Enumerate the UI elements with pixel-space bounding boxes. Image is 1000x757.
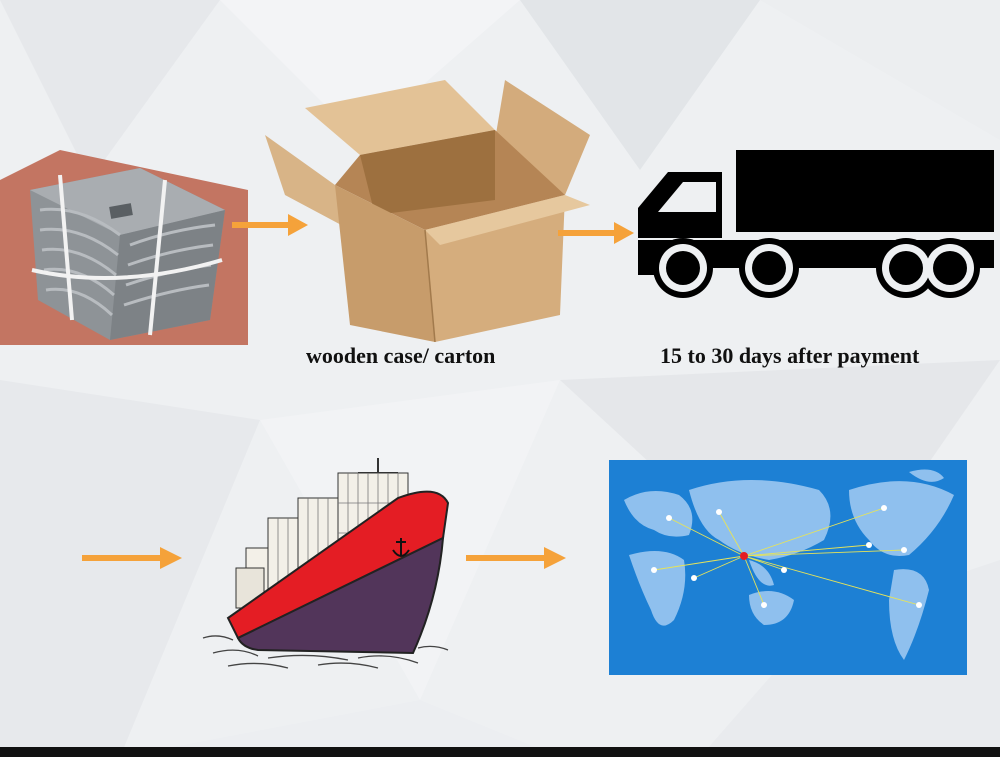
product-package-image — [0, 150, 248, 345]
packing-caption: wooden case/ carton — [306, 343, 496, 368]
arrow-icon — [466, 547, 566, 569]
arrow-icon — [558, 222, 634, 244]
cargo-ship-image — [202, 458, 450, 669]
delivery-caption: 15 to 30 days after payment — [660, 343, 920, 368]
world-map-image — [609, 460, 967, 675]
bottom-divider — [0, 747, 1000, 757]
truck-icon — [638, 150, 994, 298]
arrow-icon — [82, 547, 182, 569]
arrow-icon — [232, 214, 308, 236]
carton-box-image — [265, 80, 590, 342]
